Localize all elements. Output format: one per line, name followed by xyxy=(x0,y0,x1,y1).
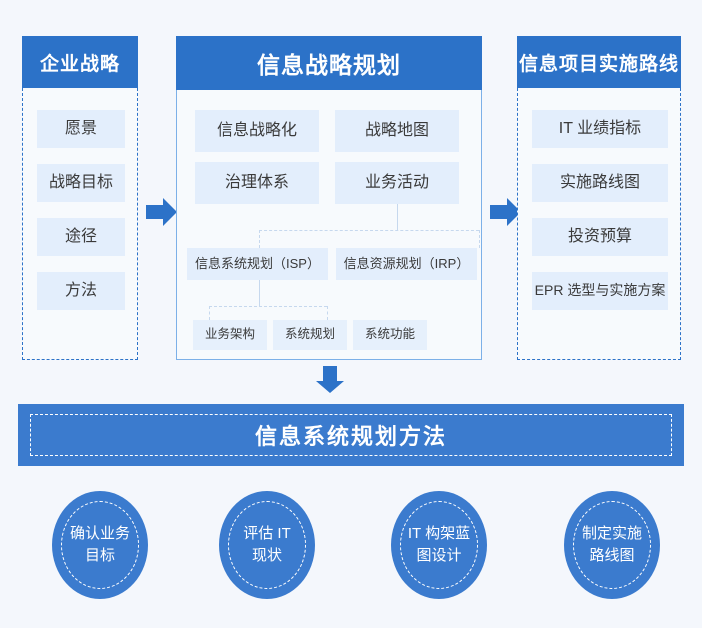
right-panel: 信息项目实施路线 IT 业绩指标 实施路线图 投资预算 EPR 选型与实施方案 xyxy=(517,36,681,360)
right-panel-item-0[interactable]: IT 业绩指标 xyxy=(532,110,668,148)
right-panel-item-3[interactable]: EPR 选型与实施方案 xyxy=(532,272,668,310)
bottom-banner-title: 信息系统规划方法 xyxy=(254,424,447,449)
arrow-right-icon-center-to-right xyxy=(490,196,522,228)
center-item-业务架构[interactable]: 业务架构 xyxy=(193,320,267,350)
connector-isp-down xyxy=(259,280,260,306)
left-panel-item-0[interactable]: 愿景 xyxy=(37,110,125,148)
center-item-治理体系[interactable]: 治理体系 xyxy=(195,162,319,204)
left-panel-item-1[interactable]: 战略目标 xyxy=(37,164,125,202)
center-item-系统规划[interactable]: 系统规划 xyxy=(273,320,347,350)
center-panel: 信息战略规划 信息战略化 战略地图 治理体系 业务活动 信息系统规划（ISP） … xyxy=(176,36,482,360)
connector-stub-business-arch xyxy=(209,306,210,320)
right-panel-title: 信息项目实施路线 xyxy=(517,36,681,88)
center-item-业务活动[interactable]: 业务活动 xyxy=(335,162,459,204)
left-panel-item-2[interactable]: 途径 xyxy=(37,218,125,256)
step-circle-label-3: 制定实施 路线图 xyxy=(581,525,642,564)
center-item-信息战略化[interactable]: 信息战略化 xyxy=(195,110,319,152)
center-panel-body: 信息战略化 战略地图 治理体系 业务活动 信息系统规划（ISP） 信息资源规划（… xyxy=(176,90,482,360)
step-circle-1[interactable]: 评估 IT 现状 xyxy=(219,491,315,599)
step-circle-label-2: IT 构架蓝 图设计 xyxy=(407,525,471,564)
connector-bus-bottom xyxy=(209,306,327,307)
left-panel: 企业战略 愿景 战略目标 途径 方法 xyxy=(22,36,138,360)
connector-stub-isp xyxy=(259,230,260,248)
right-panel-item-1[interactable]: 实施路线图 xyxy=(532,164,668,202)
step-circle-3[interactable]: 制定实施 路线图 xyxy=(564,491,660,599)
bottom-banner: 信息系统规划方法 xyxy=(18,404,684,466)
center-item-战略地图[interactable]: 战略地图 xyxy=(335,110,459,152)
right-panel-body: IT 业绩指标 实施路线图 投资预算 EPR 选型与实施方案 xyxy=(517,88,681,360)
step-circle-label-1: 评估 IT 现状 xyxy=(243,525,291,564)
left-panel-item-3[interactable]: 方法 xyxy=(37,272,125,310)
step-circle-label-0: 确认业务 目标 xyxy=(69,525,130,564)
arrow-down-icon-center-to-bottom xyxy=(315,366,345,394)
center-item-irp[interactable]: 信息资源规划（IRP） xyxy=(336,248,477,280)
connector-stub-irp xyxy=(479,230,480,248)
center-item-系统功能[interactable]: 系统功能 xyxy=(353,320,427,350)
connector-activity-down xyxy=(397,204,398,230)
left-panel-body: 愿景 战略目标 途径 方法 xyxy=(22,88,138,360)
center-item-isp[interactable]: 信息系统规划（ISP） xyxy=(187,248,328,280)
center-panel-title: 信息战略规划 xyxy=(176,36,482,90)
right-panel-item-2[interactable]: 投资预算 xyxy=(532,218,668,256)
connector-bus-top xyxy=(259,230,479,231)
step-circle-0[interactable]: 确认业务 目标 xyxy=(52,491,148,599)
step-circle-2[interactable]: IT 构架蓝 图设计 xyxy=(391,491,487,599)
arrow-right-icon-left-to-center xyxy=(146,196,178,228)
left-panel-title: 企业战略 xyxy=(22,36,138,88)
connector-stub-system-function xyxy=(327,306,328,320)
